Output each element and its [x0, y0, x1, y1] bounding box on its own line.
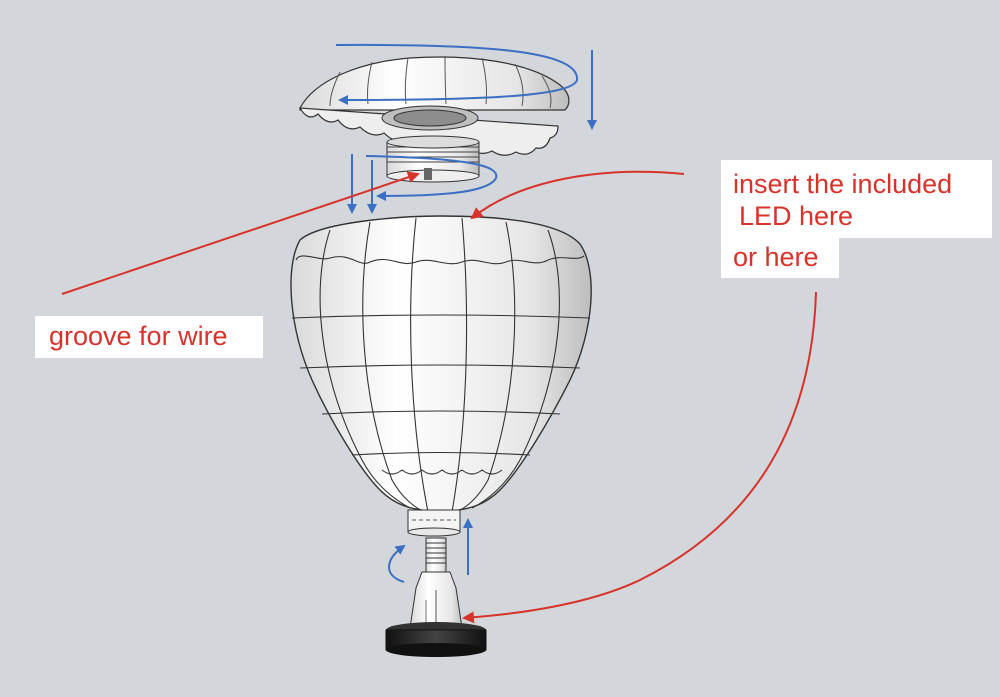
ring-rotation-arrow [365, 155, 498, 201]
insert-led-line2: LED here [739, 201, 854, 231]
balloon-envelope [290, 215, 592, 513]
insert-led-label: insert the included LED here [721, 160, 992, 238]
led-top-pointer-arrow [470, 170, 685, 220]
or-here-text: or here [733, 242, 819, 272]
groove-pointer-arrow [61, 171, 420, 295]
groove-label-text: groove for wire [49, 321, 228, 351]
groove-label: groove for wire [35, 316, 263, 358]
post-rotation-arrow [388, 544, 406, 583]
led-base-pointer-arrow [462, 291, 817, 624]
annotation-arrows [61, 170, 817, 624]
or-here-label: or here [721, 238, 839, 278]
neck-ring [407, 509, 461, 537]
top-cap [298, 55, 570, 156]
insert-led-line1: insert the included [733, 169, 953, 199]
assembly-arrows [335, 43, 597, 583]
cap-rotation-arrow [335, 43, 579, 105]
base-stand [385, 537, 487, 657]
